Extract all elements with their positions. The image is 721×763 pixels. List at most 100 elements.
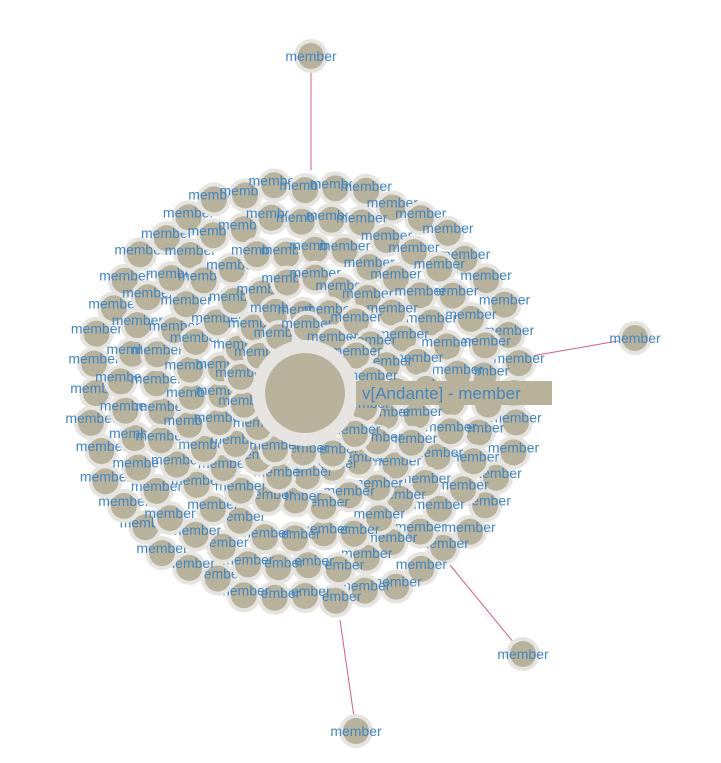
cluster-member-node[interactable]: member <box>339 573 391 608</box>
node-core[interactable] <box>387 485 414 512</box>
node-core[interactable] <box>125 454 152 481</box>
node-core[interactable] <box>450 476 477 503</box>
cluster-member-node[interactable]: member <box>392 344 444 379</box>
cluster-member-node[interactable]: member <box>427 278 479 313</box>
cluster-member-node[interactable]: member <box>131 366 183 401</box>
cluster-member-node[interactable]: member <box>187 492 239 527</box>
node-core[interactable] <box>503 409 529 436</box>
node-core[interactable] <box>622 325 648 351</box>
node-core[interactable] <box>430 534 457 561</box>
node-core[interactable] <box>148 427 174 454</box>
cluster-member-node[interactable]: member <box>395 278 447 313</box>
cluster-member-node[interactable]: member <box>71 316 123 351</box>
cluster-member-node[interactable]: member <box>400 466 452 500</box>
cluster-member-node[interactable]: member <box>253 550 305 585</box>
cluster-member-node[interactable]: member <box>99 263 151 298</box>
cluster-member-node[interactable]: member <box>344 250 396 284</box>
node-core[interactable] <box>322 587 349 614</box>
outer-member-node[interactable]: member <box>497 637 549 671</box>
node-core[interactable] <box>81 350 107 377</box>
node-core[interactable] <box>281 525 308 552</box>
node-core[interactable] <box>82 380 109 406</box>
cluster-member-node[interactable]: member <box>310 171 362 206</box>
node-core[interactable] <box>176 554 203 581</box>
node-core[interactable] <box>191 435 217 462</box>
node-core[interactable] <box>153 225 180 252</box>
node-core[interactable] <box>356 254 383 280</box>
cluster-member-node[interactable]: member <box>395 514 447 549</box>
cluster-member-node[interactable]: member <box>249 580 301 615</box>
node-core[interactable] <box>190 267 217 294</box>
cluster-member-node[interactable]: member <box>396 551 448 586</box>
node-core[interactable] <box>274 269 301 296</box>
node-core[interactable] <box>322 175 349 202</box>
node-core[interactable] <box>273 241 300 268</box>
node-core[interactable] <box>78 409 104 436</box>
outer-member-node[interactable]: member <box>285 39 337 73</box>
cluster-member-node[interactable]: member <box>95 364 147 399</box>
node-core[interactable] <box>465 419 492 446</box>
cluster-member-node[interactable]: member <box>165 352 217 387</box>
node-core[interactable] <box>390 325 417 352</box>
cluster-member-node[interactable]: member <box>146 261 198 295</box>
node-core[interactable] <box>266 324 293 350</box>
outer-member-node[interactable]: member <box>609 321 661 355</box>
cluster-member-node[interactable]: member <box>448 444 500 479</box>
cluster-member-node[interactable]: member <box>352 470 404 505</box>
node-core[interactable] <box>451 245 478 272</box>
cluster-member-node[interactable]: member <box>388 235 440 269</box>
node-core[interactable] <box>230 582 257 609</box>
node-core[interactable] <box>382 452 409 479</box>
node-core[interactable] <box>383 573 410 600</box>
node-core[interactable] <box>298 43 324 69</box>
node-core[interactable] <box>243 241 270 268</box>
hub-node[interactable]: v[Andante] - member <box>252 340 552 446</box>
node-core[interactable] <box>293 314 320 341</box>
cluster-member-node[interactable]: member <box>279 173 331 208</box>
cluster-member-node[interactable]: member <box>283 548 335 583</box>
outer-member-node[interactable]: member <box>330 714 382 748</box>
cluster-member-node[interactable]: member <box>425 414 477 449</box>
cluster-member-node[interactable]: member <box>342 280 394 315</box>
node-core[interactable] <box>407 518 434 545</box>
node-core[interactable] <box>407 282 434 309</box>
node-core[interactable] <box>92 468 119 495</box>
cluster-member-node[interactable]: member <box>406 305 458 340</box>
node-core[interactable] <box>112 397 139 424</box>
cluster-member-node[interactable]: member <box>488 435 540 470</box>
node-core[interactable] <box>434 219 461 246</box>
cluster-member-node[interactable]: member <box>80 464 132 499</box>
node-core[interactable] <box>221 287 248 314</box>
node-core[interactable] <box>398 429 425 456</box>
node-core[interactable] <box>176 411 203 438</box>
node-core[interactable] <box>457 518 483 545</box>
cluster-member-node[interactable]: member <box>367 295 419 330</box>
cluster-member-node[interactable]: member <box>490 405 542 440</box>
node-core[interactable] <box>107 368 134 395</box>
node-core[interactable] <box>500 439 527 466</box>
cluster-member-node[interactable]: member <box>281 310 333 345</box>
cluster-member-node[interactable]: member <box>453 415 505 450</box>
cluster-member-node[interactable]: member <box>437 472 489 507</box>
node-core[interactable] <box>234 551 261 578</box>
cluster-member-node[interactable]: member <box>107 336 159 371</box>
node-core[interactable] <box>510 641 536 667</box>
cluster-member-node[interactable]: member <box>246 200 298 235</box>
cluster-member-node[interactable]: member <box>88 291 140 326</box>
cluster-member-node[interactable]: member <box>249 168 301 203</box>
node-core[interactable] <box>266 463 293 490</box>
cluster-member-node[interactable]: member <box>188 218 240 253</box>
node-core[interactable] <box>282 487 309 514</box>
node-core[interactable] <box>483 464 510 491</box>
node-core[interactable] <box>119 340 146 367</box>
cluster-member-node[interactable]: member <box>112 308 164 343</box>
node-core[interactable] <box>175 204 202 231</box>
cluster-member-node[interactable]: member <box>414 251 466 286</box>
cluster-member-node[interactable]: member <box>444 514 496 549</box>
node-core[interactable] <box>83 320 110 347</box>
node-core[interactable] <box>310 520 337 547</box>
node-core[interactable] <box>206 409 233 436</box>
cluster-member-node[interactable]: member <box>367 190 419 225</box>
cluster-member-node[interactable]: member <box>269 521 321 556</box>
